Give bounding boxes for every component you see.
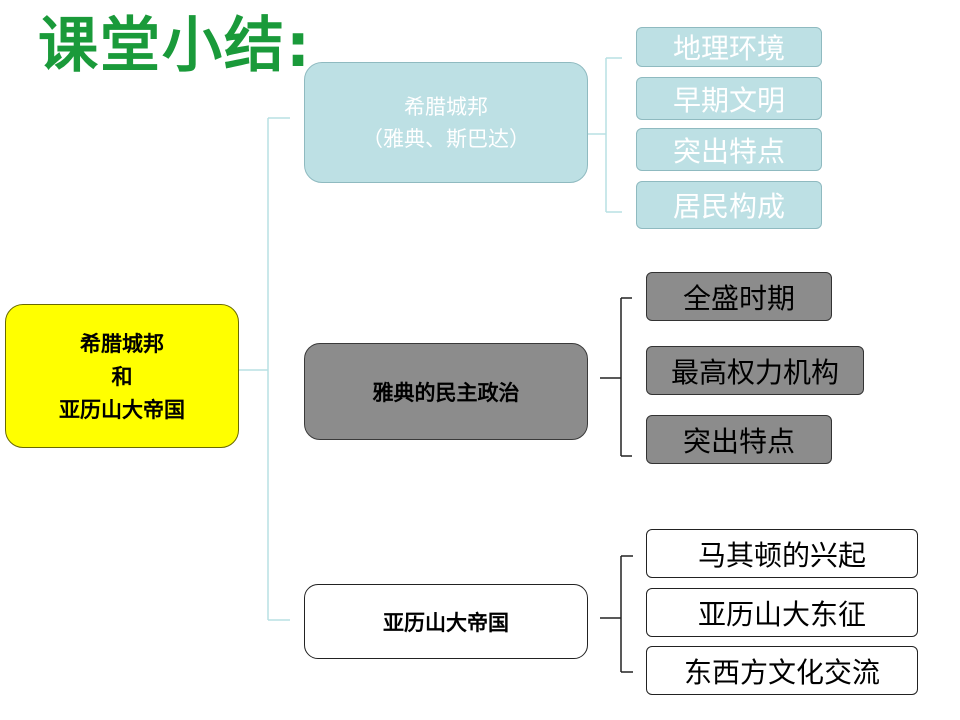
branch2-label: 雅典的民主政治 — [372, 379, 520, 405]
page-title: 课堂小结: — [38, 11, 312, 81]
root-line1: 希腊城邦 — [80, 330, 164, 356]
leaf-label: 居民构成 — [672, 190, 785, 223]
leaf-label: 突出特点 — [672, 134, 785, 168]
leaf-label: 早期文明 — [672, 83, 785, 117]
leaf-residents: 居民构成 — [636, 181, 822, 229]
leaf-cultural-exchange: 东西方文化交流 — [646, 646, 918, 695]
root-brace — [239, 117, 290, 621]
branch3-brace — [600, 555, 633, 673]
leaf-features-athens: 突出特点 — [646, 415, 832, 464]
leaf-label: 突出特点 — [682, 424, 795, 458]
leaf-label: 马其顿的兴起 — [697, 538, 866, 572]
branch-athenian-democracy: 雅典的民主政治 — [304, 343, 588, 440]
leaf-features-greek: 突出特点 — [636, 128, 822, 171]
leaf-label: 地理环境 — [672, 32, 785, 65]
leaf-label: 最高权力机构 — [670, 355, 839, 389]
branch1-brace — [588, 57, 622, 213]
root-line2: 和 — [111, 363, 133, 389]
branch1-line1: 希腊城邦 — [404, 94, 488, 119]
branch-alexander-empire: 亚历山大帝国 — [304, 584, 588, 659]
branch1-line2: （雅典、斯巴达） — [362, 126, 530, 151]
leaf-early-civilization: 早期文明 — [636, 77, 822, 120]
leaf-golden-age: 全盛时期 — [646, 272, 832, 321]
root-node: 希腊城邦 和 亚历山大帝国 — [5, 304, 239, 448]
leaf-rise-of-macedon: 马其顿的兴起 — [646, 529, 918, 578]
leaf-geography: 地理环境 — [636, 27, 822, 67]
root-line3: 亚历山大帝国 — [59, 396, 185, 422]
branch2-brace — [600, 297, 632, 457]
leaf-label: 亚历山大东征 — [697, 597, 866, 631]
leaf-label: 东西方文化交流 — [683, 655, 880, 689]
branch3-label: 亚历山大帝国 — [383, 609, 509, 635]
branch-greek-city-states: 希腊城邦 （雅典、斯巴达） — [304, 62, 588, 183]
leaf-supreme-authority: 最高权力机构 — [646, 346, 864, 395]
leaf-label: 全盛时期 — [682, 281, 795, 315]
leaf-eastern-expedition: 亚历山大东征 — [646, 588, 918, 637]
